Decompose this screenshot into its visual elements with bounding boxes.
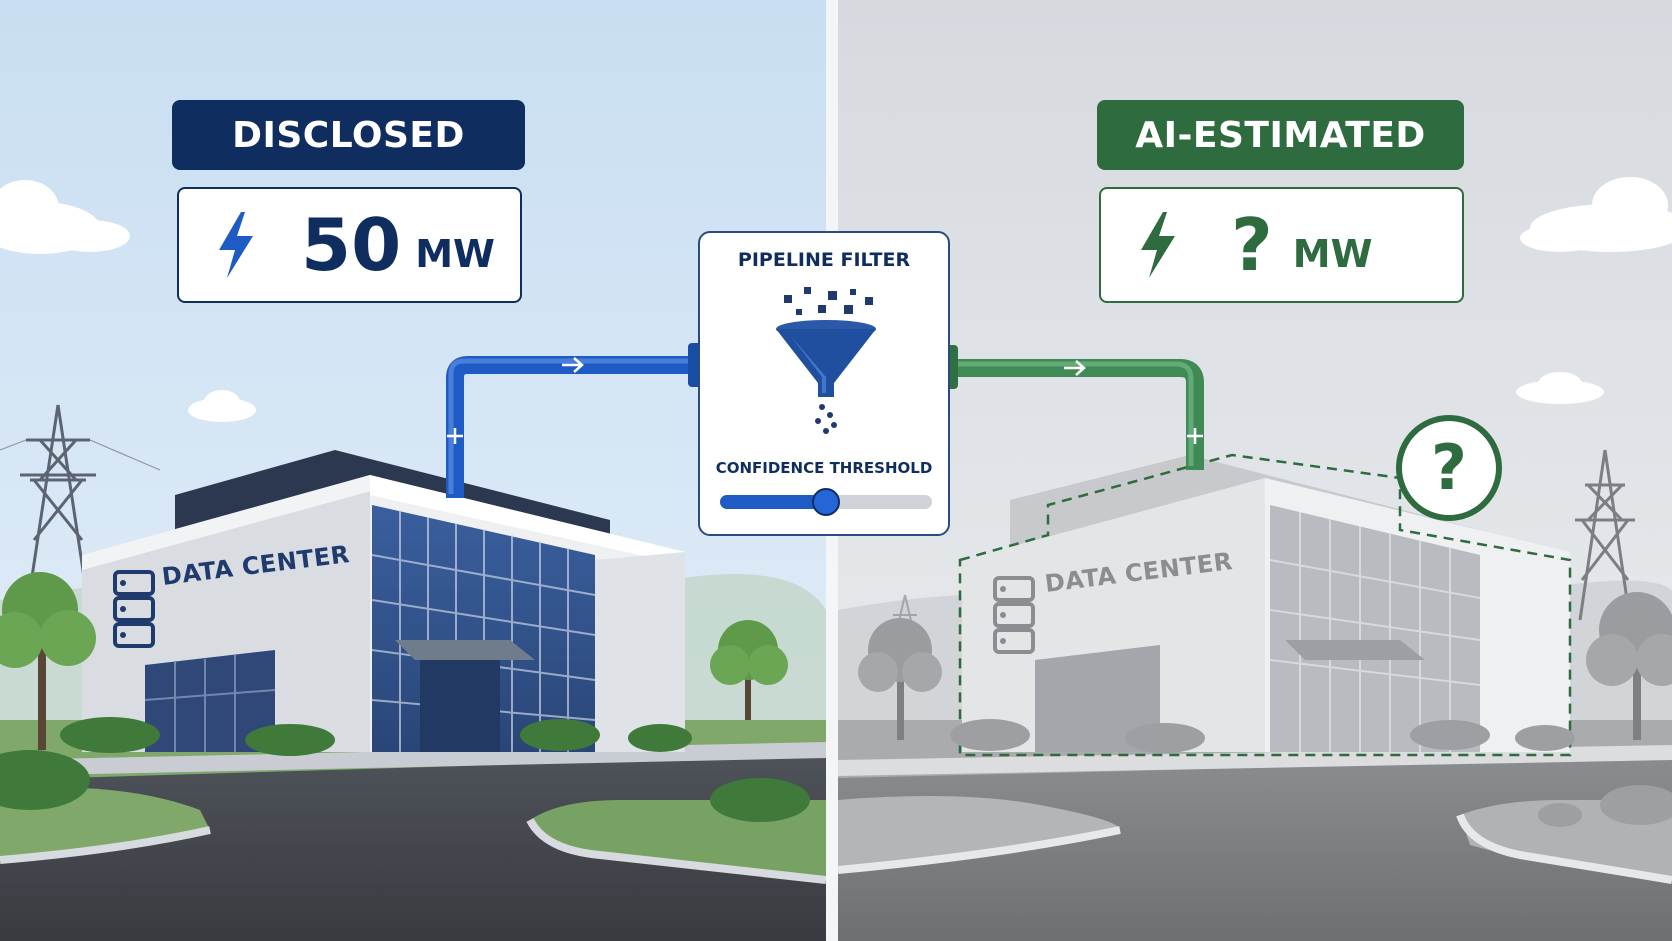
cloud-icon [0, 180, 130, 254]
plus-icon [447, 428, 463, 444]
cloud-icon [1520, 177, 1672, 252]
confidence-slider[interactable] [720, 488, 932, 516]
server-icon [993, 576, 1035, 654]
question-icon: ? [1396, 415, 1502, 521]
confidence-slider-fill [720, 495, 826, 509]
estimated-tag: AI-ESTIMATED [1097, 100, 1464, 170]
pipeline-filter-title: PIPELINE FILTER [737, 249, 911, 271]
bolt-icon [219, 212, 253, 278]
estimated-unit: MW [1292, 232, 1373, 276]
estimated-value-box: ? MW [1099, 187, 1464, 303]
disclosed-tag-label: DISCLOSED [232, 114, 465, 156]
flow-arrow-icon [1064, 360, 1086, 376]
disclosed-value: 50 [301, 203, 402, 287]
confidence-slider-knob[interactable] [812, 488, 840, 516]
confidence-threshold-label: CONFIDENCE THRESHOLD [715, 459, 933, 477]
server-icon [113, 570, 155, 648]
estimated-tag-label: AI-ESTIMATED [1135, 114, 1426, 156]
tree-icon [710, 620, 788, 720]
estimated-value: ? [1231, 203, 1273, 287]
tree-icon [858, 618, 942, 740]
tree-icon [0, 572, 96, 750]
tree-icon [1586, 592, 1672, 740]
pipeline-filter-card: PIPELINE FILTER CONF [698, 231, 950, 536]
funnel-icon [776, 287, 876, 434]
power-tower-icon [1575, 449, 1635, 621]
flow-arrow-icon [562, 357, 584, 373]
power-tower-icon [0, 404, 161, 591]
cloud-icon [188, 390, 256, 422]
disclosed-unit: MW [415, 232, 495, 276]
question-badge-text: ? [1431, 431, 1467, 504]
disclosed-pipe [446, 356, 698, 498]
disclosed-tag: DISCLOSED [172, 100, 525, 170]
estimate-outline [958, 453, 1572, 757]
plus-icon [1187, 428, 1203, 444]
cloud-icon [1516, 372, 1604, 404]
bolt-icon [1141, 212, 1175, 278]
disclosed-value-box: 50 MW [177, 187, 522, 303]
